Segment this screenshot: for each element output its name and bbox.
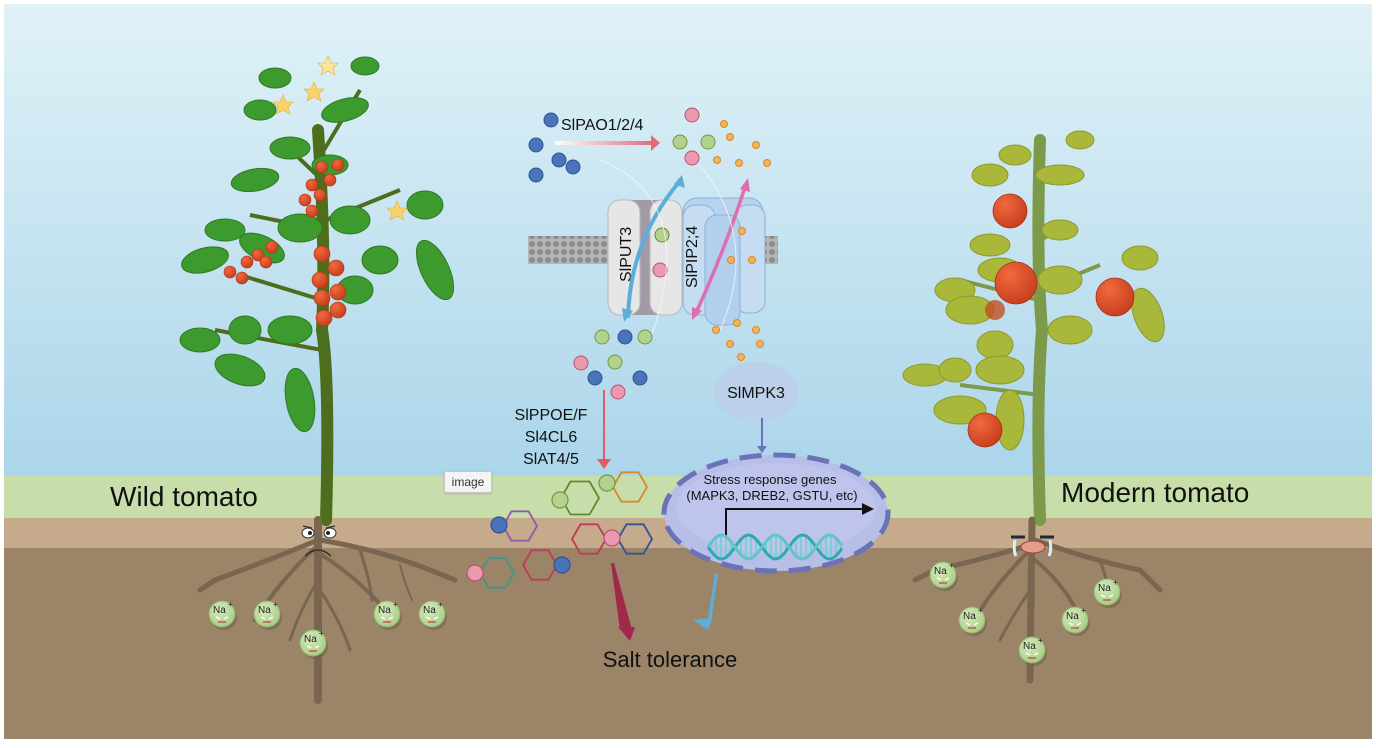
sodium-ion-charge: + <box>1113 578 1118 587</box>
slput3-transporter <box>607 199 683 316</box>
polyamine-unit <box>490 516 508 534</box>
sodium-ion-label: Na <box>378 605 391 616</box>
polyamine-unit <box>553 556 571 574</box>
sodium-ion: Na+ <box>373 600 402 630</box>
conjugation-enzymes-labels: SlPPOE/F Sl4CL6 SlAT4/5 <box>515 407 588 468</box>
soil <box>4 548 1372 739</box>
hexagon-ring <box>570 523 608 555</box>
conjugation-arrow <box>597 390 611 469</box>
polyamine-unit <box>603 529 621 547</box>
sodium-ion: Na+ <box>958 606 987 636</box>
sodium-ion-label: Na <box>258 605 271 616</box>
sodium-ion: Na+ <box>1093 578 1122 608</box>
wild-tomato-plant <box>179 55 455 526</box>
sodium-ion: Na+ <box>208 600 237 630</box>
stress-genes-list: (MAPK3, DREB2, GSTU, etc) <box>686 488 857 503</box>
slpip24-label: SlPIP2;4 <box>684 226 701 288</box>
dna-helix <box>706 533 844 561</box>
put3-transport-arrow <box>622 175 685 322</box>
sodium-ion-label: Na <box>1098 583 1111 594</box>
faint-curve-guide <box>699 164 737 331</box>
hexagon-ring <box>521 549 559 581</box>
sodium-ion: Na+ <box>253 600 282 630</box>
sodium-ion: Na+ <box>418 600 447 630</box>
sodium-ion-label: Na <box>423 605 436 616</box>
sodium-ion-charge: + <box>438 600 443 609</box>
sodium-ion-charge: + <box>319 629 324 638</box>
sodium-ion-charge: + <box>393 600 398 609</box>
sodium-ion-charge: + <box>228 600 233 609</box>
pao-conversion-arrow <box>555 135 660 151</box>
slpip24-aquaporin <box>682 197 766 326</box>
slput3-label: SlPUT3 <box>618 227 635 282</box>
intracellular-polyamines <box>573 329 653 400</box>
polyamine-unit <box>466 564 484 582</box>
transcription-arrow <box>725 503 874 540</box>
sodium-ion-label: Na <box>213 605 226 616</box>
pao-enzyme-label: SlPAO1/2/4 <box>561 117 644 134</box>
faint-curve-guide <box>599 159 668 341</box>
conjugates-to-tolerance-arrow <box>611 563 635 641</box>
sodium-ion-label: Na <box>304 634 317 645</box>
sodium-ion-label: Na <box>934 566 947 577</box>
sodium-ion: Na+ <box>299 629 328 659</box>
stress-genes-title: Stress response genes <box>704 472 837 487</box>
polyamine-unit <box>598 474 616 492</box>
sodium-ion-charge: + <box>1038 636 1043 645</box>
sodium-ion: Na+ <box>1061 606 1090 636</box>
sodium-ion-label: Na <box>963 611 976 622</box>
sodium-ion-label: Na <box>1066 611 1079 622</box>
sodium-ion-charge: + <box>978 606 983 615</box>
modern-root-crying-face <box>1011 535 1054 557</box>
enzyme-label: SlAT4/5 <box>523 451 579 468</box>
sodium-ion-charge: + <box>949 561 954 570</box>
modern-tomato-label: Modern tomato <box>1061 477 1249 508</box>
salt-tolerance-label: Salt tolerance <box>603 647 738 672</box>
image-badge[interactable]: image <box>444 471 492 493</box>
pip24-transport-arrow <box>692 178 750 320</box>
wild-root-sad-face <box>301 525 337 557</box>
sodium-ions: Na+Na+Na+Na+Na+Na+Na+Na+Na+Na+ <box>208 561 1122 666</box>
wild-tomato-label: Wild tomato <box>110 481 258 512</box>
sodium-ion: Na+ <box>929 561 958 591</box>
sodium-ion-charge: + <box>1081 606 1086 615</box>
sodium-ion-charge: + <box>273 600 278 609</box>
enzyme-label: SlPPOE/F <box>515 407 588 424</box>
polyamine-products <box>672 107 771 167</box>
enzyme-label: Sl4CL6 <box>525 429 578 446</box>
sodium-ion-label: Na <box>1023 641 1036 652</box>
slmpk3-node <box>714 362 798 422</box>
dna-strand <box>706 533 844 561</box>
polyamine-unit <box>551 491 569 509</box>
genes-to-tolerance-arrow <box>693 573 718 630</box>
sodium-ion: Na+ <box>1018 636 1047 666</box>
intracellular-small-molecules <box>712 319 764 361</box>
substrate-molecules <box>528 112 581 183</box>
mpk3-signal-arrow <box>757 418 767 453</box>
dna-strand <box>706 533 844 561</box>
modern-tomato-plant <box>902 130 1165 526</box>
slmpk3-label: SlMPK3 <box>727 385 785 402</box>
hydroxycinnamic-conjugates <box>466 471 654 589</box>
